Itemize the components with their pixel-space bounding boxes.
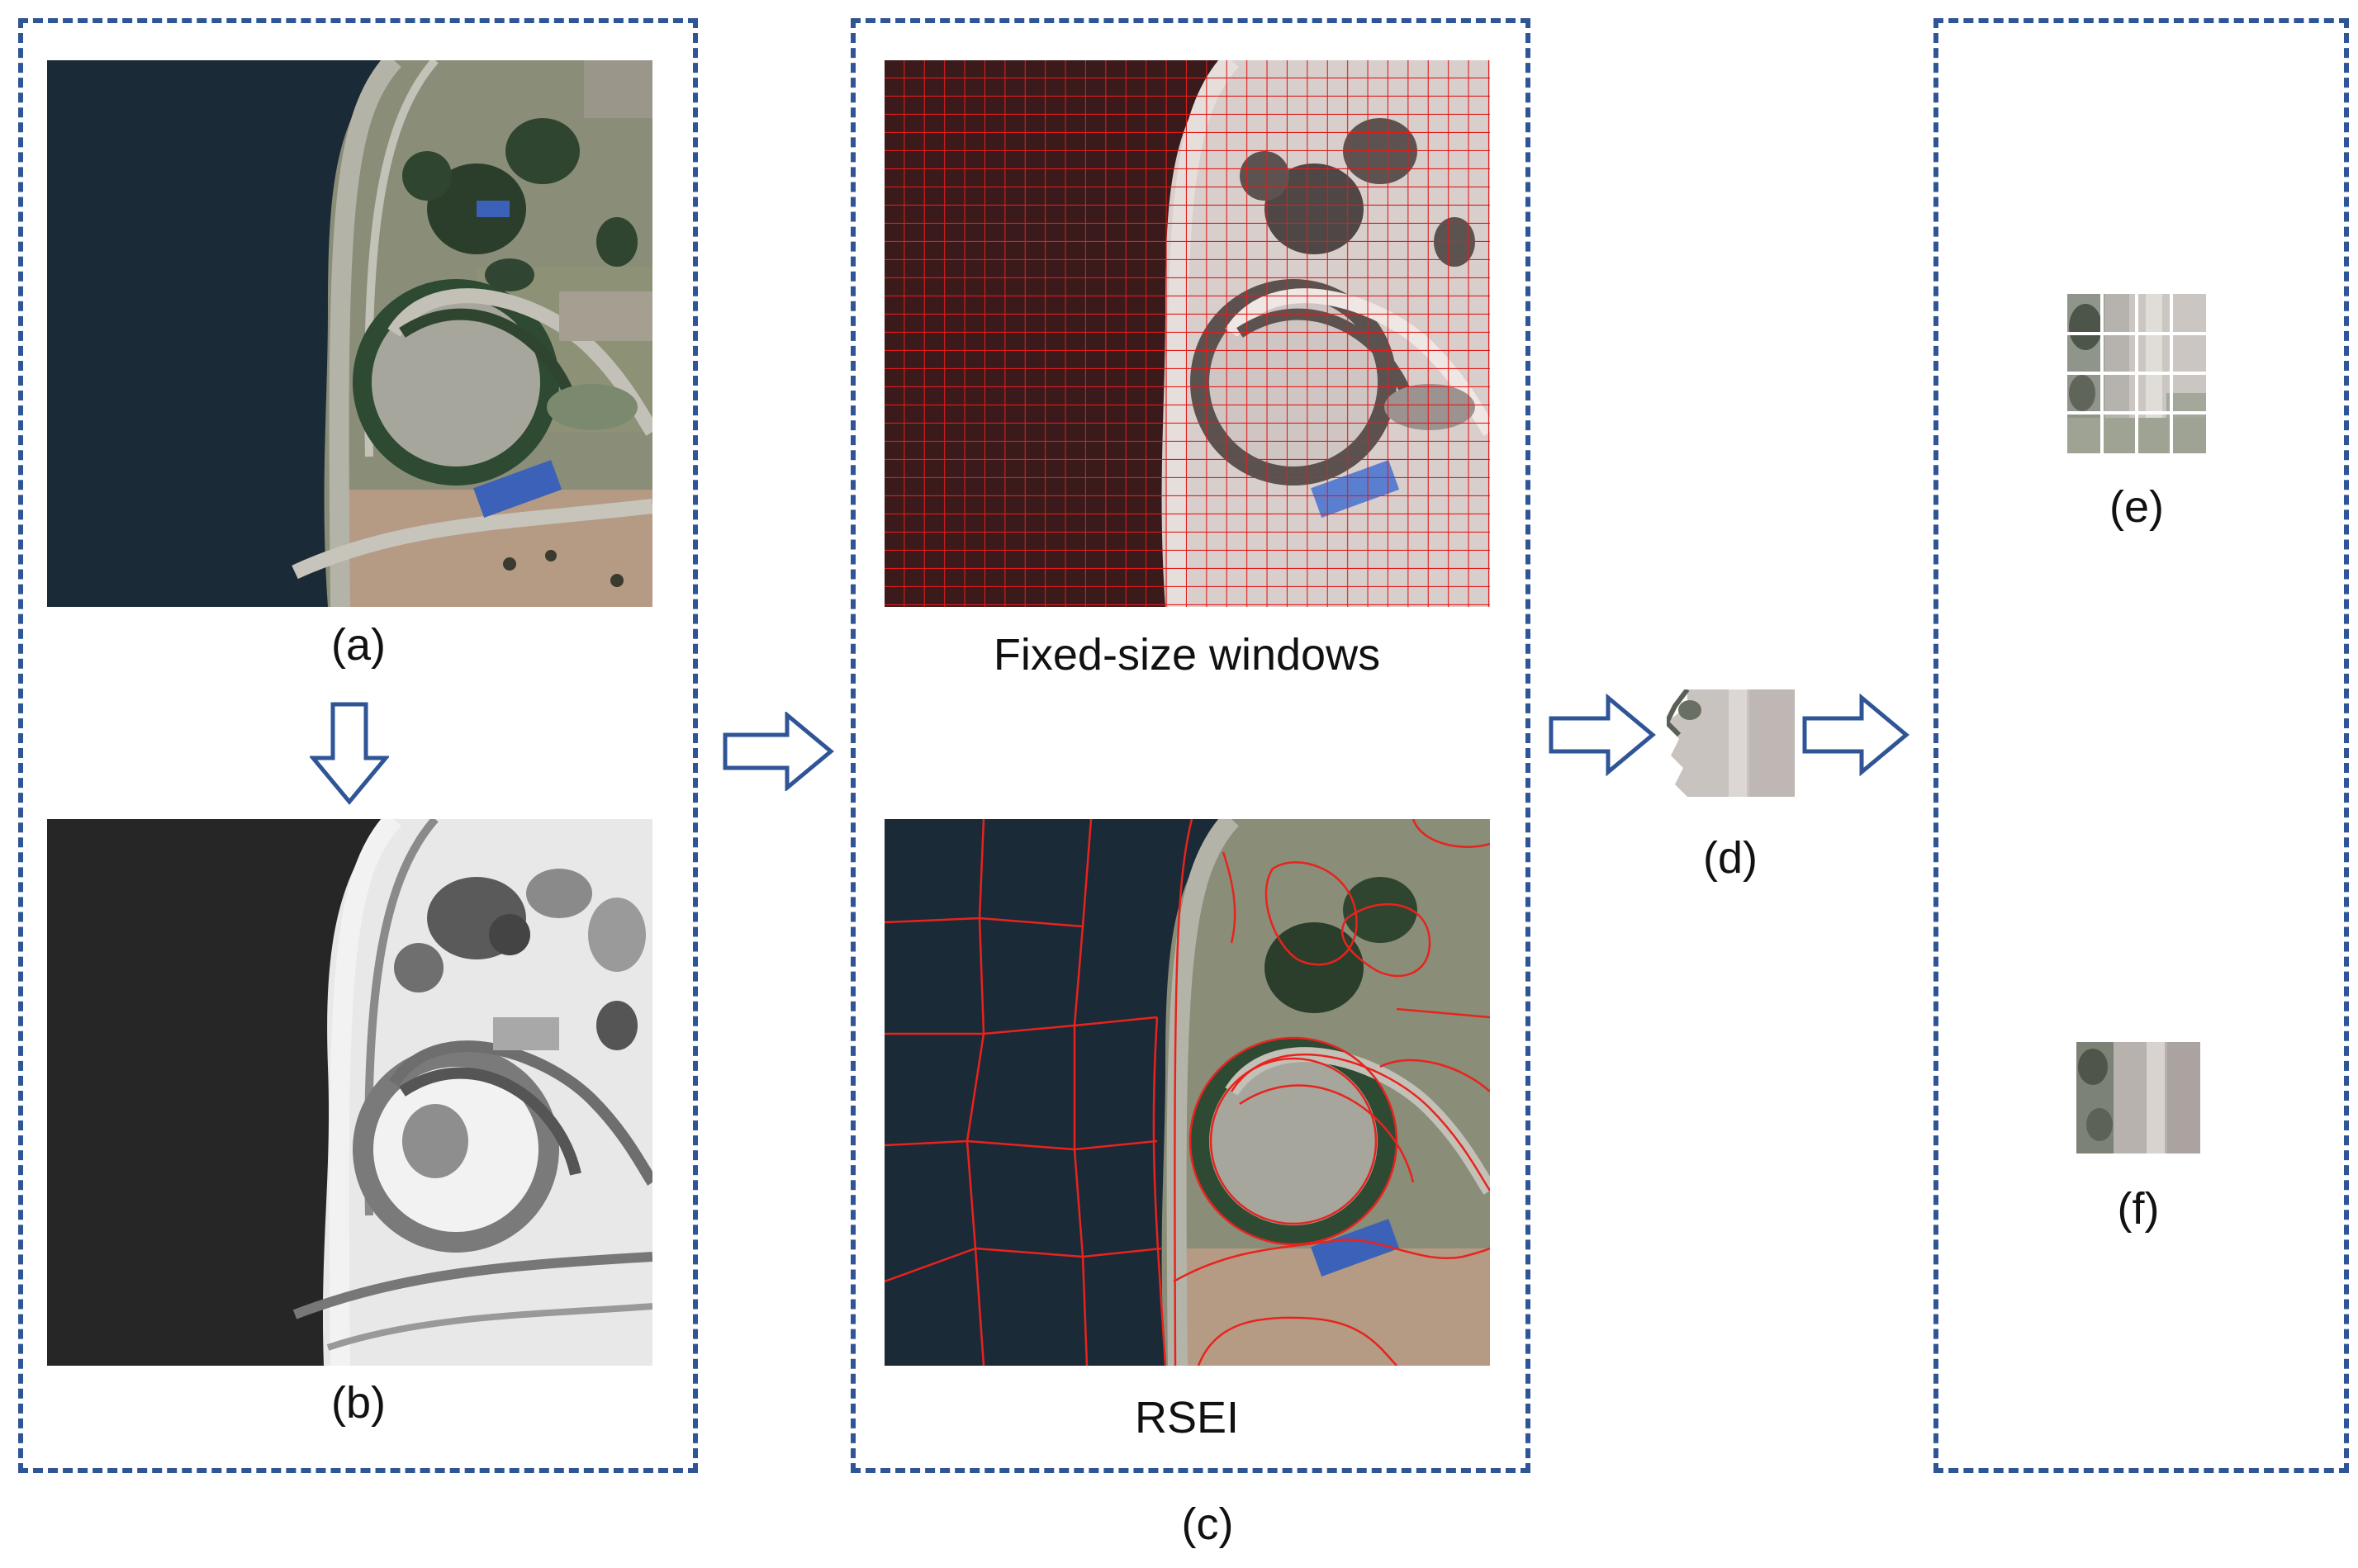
image-fixed-size-windows xyxy=(885,60,1490,607)
panel-middle xyxy=(851,18,1530,1473)
label-rsei: RSEI xyxy=(1134,1393,1240,1442)
arrow-right-1 xyxy=(723,710,834,795)
label-f: (f) xyxy=(2117,1184,2160,1234)
image-rsei-segmentation xyxy=(885,819,1490,1366)
label-d: (d) xyxy=(1703,833,1758,883)
arrow-down-icon xyxy=(308,702,391,805)
image-f-patch xyxy=(2076,1042,2200,1153)
arrow-right-icon xyxy=(1802,693,1910,777)
arrow-right-2 xyxy=(1549,693,1656,780)
label-a: (a) xyxy=(331,620,386,670)
arrow-right-icon xyxy=(723,710,834,793)
label-e: (e) xyxy=(2109,482,2164,532)
arrow-right-icon xyxy=(1549,693,1656,777)
panel-right xyxy=(1933,18,2349,1473)
image-d-patch xyxy=(1667,689,1795,797)
label-c: (c) xyxy=(1181,1499,1234,1549)
image-b-segmented xyxy=(47,819,652,1366)
label-fixed-size-windows: Fixed-size windows xyxy=(993,630,1381,680)
arrow-down-a-to-b xyxy=(308,702,391,809)
image-a-satellite xyxy=(47,60,652,607)
arrow-right-3 xyxy=(1802,693,1910,780)
panel-left xyxy=(18,18,698,1473)
label-b: (b) xyxy=(331,1378,386,1428)
image-e-tiled-patch xyxy=(2067,294,2206,453)
